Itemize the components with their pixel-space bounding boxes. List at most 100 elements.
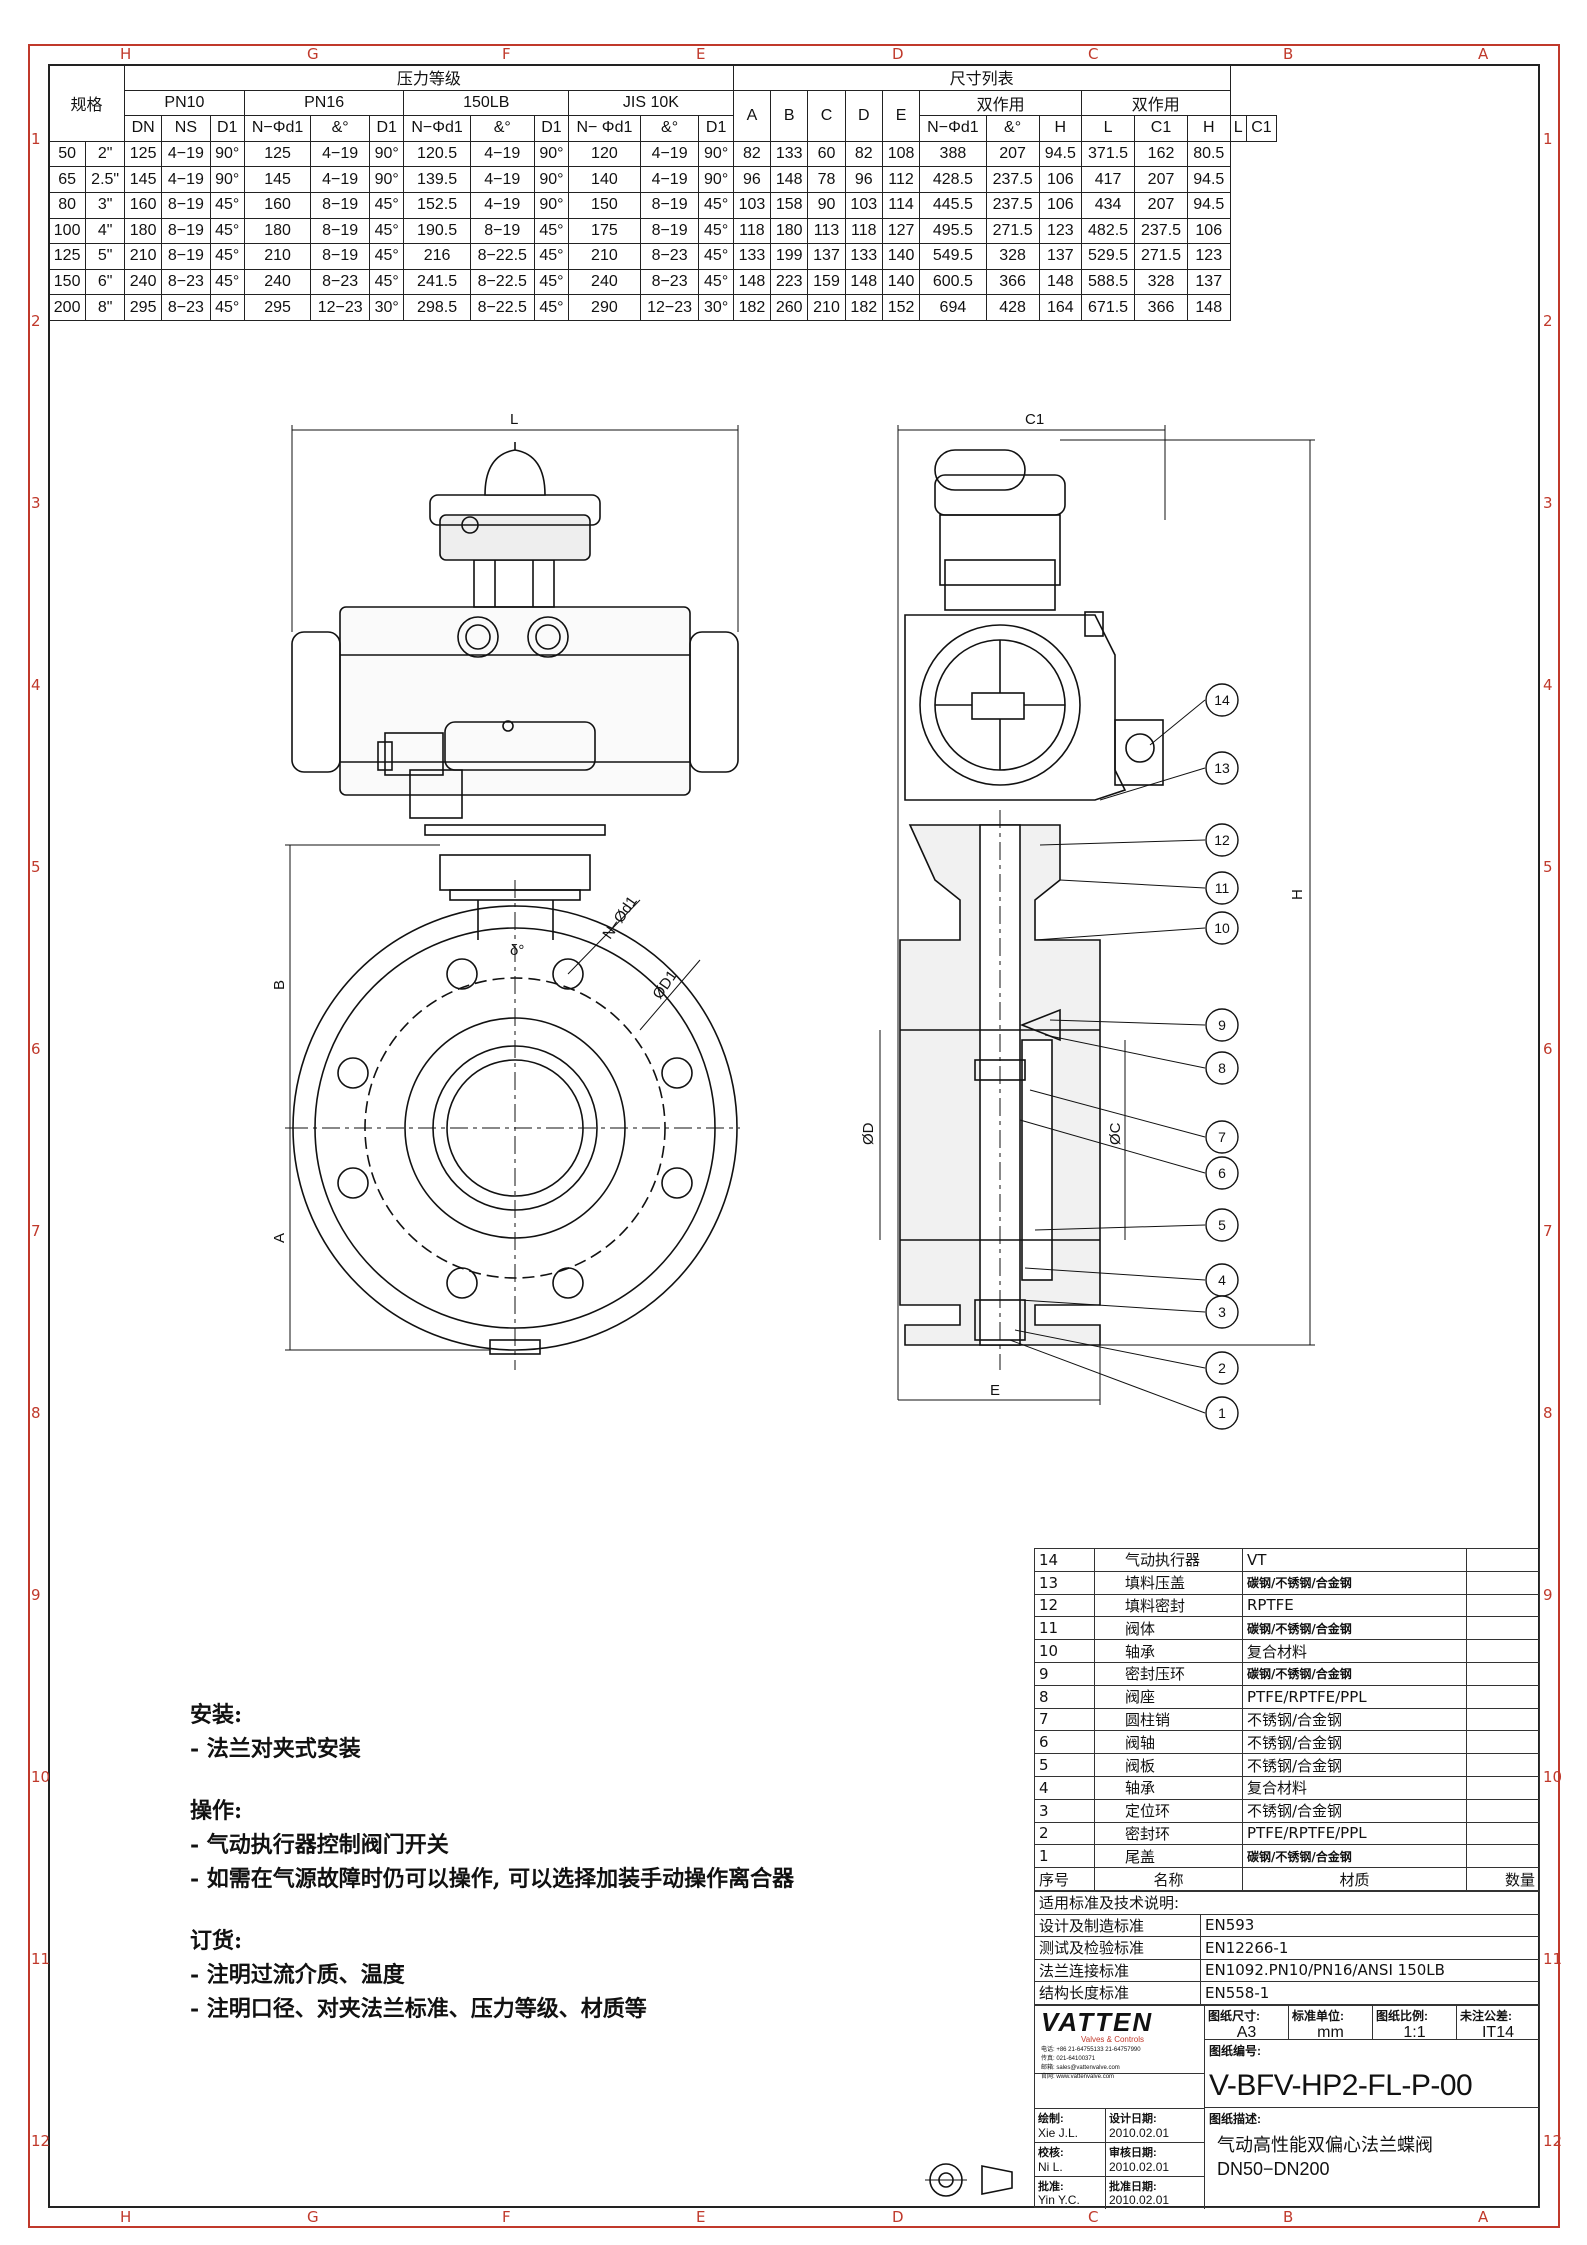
zone-number: 1 [1543, 130, 1553, 148]
check-date: 2010.02.01 [1109, 2160, 1170, 2174]
bom-header-qty: 数量 [1466, 1867, 1540, 1891]
zone-number: 8 [1543, 1404, 1553, 1422]
label-checker: 校核: [1038, 2147, 1064, 2159]
zone-letter: D [892, 45, 904, 63]
bom-no: 2 [1034, 1821, 1095, 1846]
table-cell: 137 [1038, 243, 1083, 270]
dim-C: ØC [1107, 1122, 1124, 1145]
table-cell: 160 [243, 191, 312, 219]
balloon-label: 8 [1218, 1060, 1226, 1076]
zone-letter: E [696, 45, 706, 63]
bom-no: 3 [1034, 1798, 1095, 1823]
bom-name: 轴承 [1094, 1775, 1243, 1800]
header-a: A [732, 89, 772, 142]
label-unit: 标准单位: [1292, 2009, 1344, 2023]
title-block: VATTEN Valves & Controls 电话: +86 21-6475… [1034, 2005, 1540, 2209]
bom-qty [1466, 1821, 1540, 1846]
balloon-label: 5 [1218, 1217, 1226, 1233]
table-cell: 45° [533, 268, 570, 296]
bom-qty [1466, 1639, 1540, 1663]
table-cell: 152 [881, 294, 921, 321]
table-cell: 152.5 [403, 191, 471, 219]
bom-material: 不锈钢/合金钢 [1242, 1707, 1467, 1732]
logo-subtitle: Valves & Controls [1081, 2035, 1144, 2044]
zone-letter: G [307, 2208, 319, 2226]
header-pn10-delta: &° [310, 115, 371, 142]
zone-number: 8 [31, 1404, 41, 1422]
drawing-number-cell: 图纸编号: V-BFV-HP2-FL-P-00 [1205, 2040, 1539, 2108]
operate-item-1: - 气动执行器控制阀门开关 [190, 1832, 449, 1858]
zone-number: 7 [31, 1222, 41, 1240]
table-cell: 417 [1081, 166, 1136, 193]
part-balloon: 5 [1205, 1208, 1239, 1242]
table-cell: 223 [770, 268, 809, 296]
table-cell: 240 [243, 268, 312, 296]
dim-E: E [990, 1382, 1000, 1399]
bom-material: 不锈钢/合金钢 [1242, 1798, 1467, 1823]
size-cell: 图纸尺寸: A3 [1205, 2006, 1289, 2041]
approve-date: 2010.02.01 [1109, 2193, 1170, 2207]
dim-D1: ØD1 [649, 967, 681, 1002]
bom-name: 定位环 [1094, 1798, 1243, 1823]
part-balloon: 10 [1205, 911, 1239, 945]
dim-D: ØD [860, 1122, 877, 1145]
design-date: 2010.02.01 [1109, 2126, 1170, 2140]
table-cell: 125 [47, 243, 87, 270]
zone-letter: B [1283, 2208, 1294, 2226]
zone-number: 11 [31, 1950, 51, 1968]
part-balloon: 4 [1205, 1263, 1239, 1297]
table-cell: 125 [243, 140, 312, 168]
header-150lb-d1: D1 [533, 115, 570, 142]
bom-name: 尾盖 [1094, 1844, 1243, 1869]
table-cell: 145 [243, 166, 312, 193]
dim-C1: C1 [1025, 411, 1044, 428]
table-cell: 6" [85, 268, 125, 296]
table-cell: 90° [698, 166, 734, 193]
part-balloon: 2 [1205, 1351, 1239, 1385]
part-balloon: 12 [1205, 823, 1239, 857]
drawer-name: Xie J.L. [1038, 2126, 1079, 2140]
value-size: A3 [1236, 2024, 1257, 2041]
bom-qty [1466, 1616, 1540, 1641]
table-cell: 298.5 [403, 294, 471, 321]
dim-delta: δ° [510, 942, 524, 959]
table-cell: 210 [243, 243, 312, 270]
table-cell: 96 [844, 166, 883, 193]
zone-number: 4 [1543, 676, 1553, 694]
table-cell: 140 [881, 243, 921, 270]
order-item-2: - 注明口径、对夹法兰标准、压力等级、材质等 [190, 1996, 647, 2022]
bom-no: 9 [1034, 1661, 1095, 1686]
contact-web: 官网: www.vattenvalve.com [1041, 2074, 1115, 2080]
table-cell: 45° [209, 294, 245, 321]
table-cell: 240 [123, 268, 163, 296]
standard-value: EN558-1 [1200, 1981, 1540, 2005]
table-cell: 241.5 [403, 268, 471, 296]
table-cell: 8−22.5 [469, 294, 535, 321]
table-cell: 112 [881, 166, 921, 193]
table-cell: 80 [47, 191, 87, 219]
table-cell: 182 [732, 294, 772, 321]
balloon-label: 14 [1214, 692, 1230, 708]
header-150lb-nd1: N− Φd1 [568, 115, 641, 142]
table-cell: 5" [85, 243, 125, 270]
zone-number: 10 [31, 1768, 51, 1786]
scale-cell: 图纸比例: 1:1 [1373, 2006, 1457, 2041]
bom-qty [1466, 1661, 1540, 1686]
contact-fax: 传真: 021-64100371 [1041, 2056, 1096, 2062]
header-pn10-d1: D1 [209, 115, 245, 142]
table-cell: 164 [1038, 294, 1083, 321]
checker-name: Ni L. [1038, 2160, 1063, 2174]
order-title: 订货: [190, 1928, 243, 1954]
table-cell: 90° [209, 140, 245, 168]
table-cell: 371.5 [1081, 140, 1136, 168]
